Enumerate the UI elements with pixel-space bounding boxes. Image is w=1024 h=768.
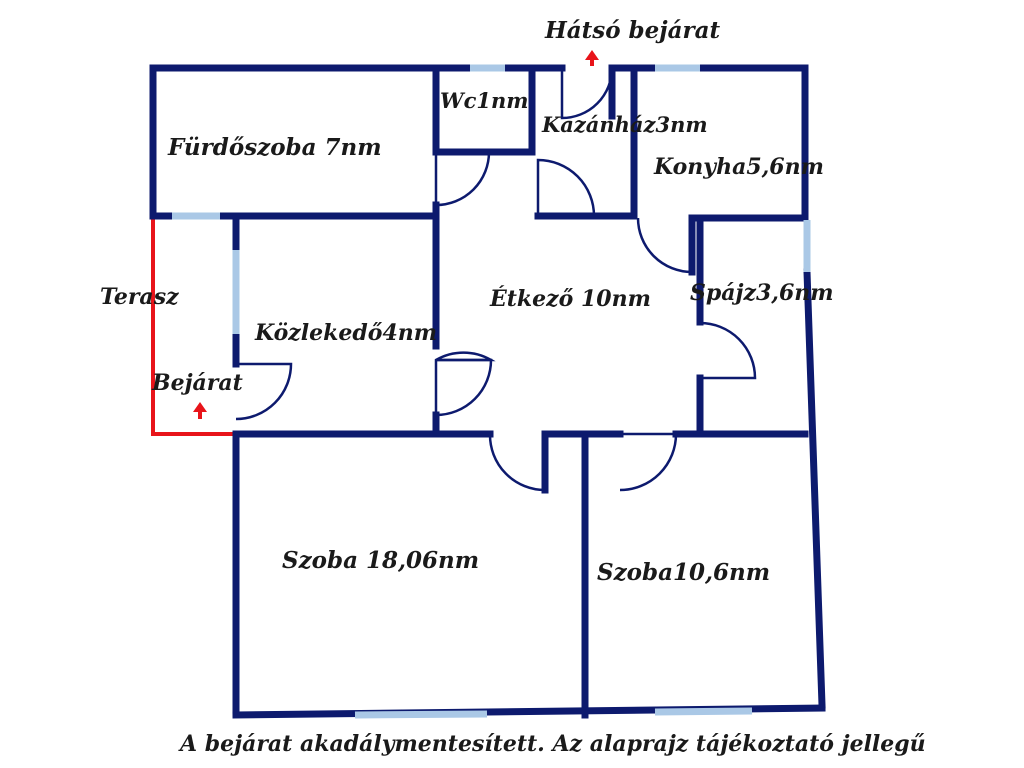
bathroom-door (434, 151, 491, 207)
boiler-room-door (536, 158, 596, 217)
entrance-label: Bejárat (151, 370, 243, 396)
window-room-small (654, 707, 753, 716)
up-arrow-icon (193, 402, 207, 419)
wc-label: Wc1nm (440, 88, 528, 113)
hallway-label: Közlekedő4nm (254, 320, 437, 346)
kitchen-door (636, 217, 694, 274)
terrace-label: Terasz (100, 284, 179, 310)
back-entrance-label: Hátsó bejárat (544, 17, 721, 44)
room-large-label: Szoba 18,06nm (282, 547, 479, 574)
kitchen-label: Konyha5,6nm (653, 154, 824, 180)
room-large-door (488, 433, 547, 492)
pantry-label: Spájz3,6nm (690, 280, 834, 306)
up-arrow-icon (585, 50, 599, 66)
dining-label: Étkező 10nm (489, 285, 651, 312)
window-room-large (354, 710, 488, 719)
doors (235, 64, 757, 494)
back-entrance-door (560, 67, 614, 120)
room-small-door (619, 432, 678, 492)
pantry-door (699, 321, 757, 380)
room-small-label: Szoba10,6nm (597, 559, 770, 586)
footnote: A bejárat akadálymentesített. Az alapraj… (178, 731, 926, 757)
bathroom-label: Fürdőszoba 7nm (167, 134, 382, 161)
windows (172, 64, 811, 719)
hallway-door (434, 351, 496, 415)
boiler-room-label: Kazánház3nm (541, 112, 708, 137)
terrace-outline (151, 218, 236, 436)
entrance-door (235, 362, 293, 421)
